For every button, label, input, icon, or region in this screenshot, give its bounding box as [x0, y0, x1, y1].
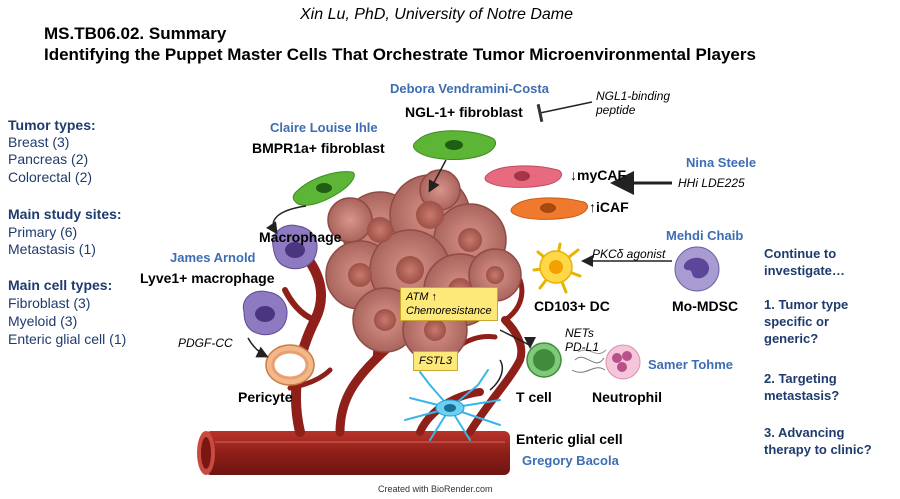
study-site-item: Metastasis (1): [8, 241, 96, 257]
scientist-arnold: James Arnold: [170, 250, 256, 265]
icaf-label: ↑iCAF: [589, 199, 629, 215]
icaf-cell: [510, 197, 588, 220]
study-site-item: Primary (6): [8, 224, 78, 240]
question-3-line1: 3. Advancing: [764, 425, 845, 440]
nets-label: NETs: [565, 326, 594, 340]
cd103-dc-cell: [532, 242, 582, 294]
question-2-line2: metastasis?: [764, 388, 840, 403]
ngl1-peptide-label: NGL1-binding: [596, 89, 671, 103]
cell-type-item: Enteric glial cell (1): [8, 331, 127, 347]
bmpr1a-fibroblast-cell: [292, 171, 355, 206]
scientist-vendramini: Debora Vendramini-Costa: [390, 81, 549, 96]
enteric-glial-label: Enteric glial cell: [516, 431, 623, 447]
ngl1-fibroblast-cell: [413, 130, 496, 160]
pericyte-label: Pericyte: [238, 389, 293, 405]
continue-line2: investigate…: [764, 263, 845, 278]
t-cell: [526, 342, 562, 378]
cell-type-item: Myeloid (3): [8, 313, 78, 329]
hhi-label: HHi LDE225: [678, 176, 745, 190]
pericyte-cell: [265, 344, 315, 386]
question-3-line2: therapy to clinic?: [764, 442, 872, 457]
lyve1-macrophage-cell: [242, 290, 288, 336]
mycaf-label: ↓myCAF: [570, 167, 627, 183]
tumor-types-heading: Tumor types:: [8, 117, 96, 133]
macrophage-cell: [272, 224, 318, 270]
t-cell-label: T cell: [516, 389, 552, 405]
ngl1-fibroblast-label: NGL-1+ fibroblast: [405, 104, 523, 120]
cd103-dc-label: CD103+ DC: [534, 298, 610, 314]
scientist-bacola: Gregory Bacola: [522, 453, 619, 468]
question-1-line1: 1. Tumor type: [764, 297, 849, 312]
pkc-agonist-label: PKCδ agonist: [592, 247, 666, 261]
scientist-ihle: Claire Louise Ihle: [270, 120, 378, 135]
neutrophil-label: Neutrophil: [592, 389, 662, 405]
biorender-credit: Created with BioRender.com: [378, 484, 493, 494]
atm-line: ATM ↑: [406, 291, 437, 303]
question-2-line1: 2. Targeting: [764, 371, 837, 386]
neutrophil-cell: [571, 344, 641, 380]
mo-mdsc-cell: [674, 246, 720, 292]
pdl1-label: PD-L1: [565, 340, 600, 354]
blood-vessel: [197, 431, 510, 475]
scientist-chaib: Mehdi Chaib: [666, 228, 744, 243]
chemoresistance-line: Chemoresistance: [406, 305, 492, 317]
page-subtitle: Identifying the Puppet Master Cells That…: [44, 45, 756, 64]
continue-line1: Continue to: [764, 246, 837, 261]
lyve1-macrophage-label: Lyve1+ macrophage: [140, 270, 275, 286]
tumor-mass: [325, 169, 522, 363]
scientist-tohme: Samer Tohme: [648, 357, 734, 372]
question-1-line3: generic?: [764, 331, 819, 346]
fstl3-box: FSTL3: [413, 351, 459, 371]
question-1-line2: specific or: [764, 314, 830, 329]
tumor-type-item: Breast (3): [8, 134, 70, 150]
author-line: Xin Lu, PhD, University of Notre Dame: [300, 6, 573, 23]
mycaf-cell: [484, 165, 562, 188]
cell-types-heading: Main cell types:: [8, 277, 113, 293]
pdgf-label: PDGF-CC: [178, 336, 233, 350]
tumor-type-item: Pancreas (2): [8, 151, 89, 167]
bmpr1a-fibroblast-label: BMPR1a+ fibroblast: [252, 140, 385, 156]
page-title: MS.TB06.02. Summary: [44, 24, 227, 43]
fstl3-line: FSTL3: [419, 355, 453, 367]
cell-type-item: Fibroblast (3): [8, 295, 91, 311]
study-sites-heading: Main study sites:: [8, 206, 122, 222]
enteric-glial-cell: [404, 369, 501, 441]
tumor-type-item: Colorectal (2): [8, 169, 93, 185]
scientist-steele: Nina Steele: [686, 155, 757, 170]
mo-mdsc-label: Mo-MDSC: [672, 298, 739, 314]
macrophage-label: Macrophage: [259, 229, 342, 245]
ngl1-peptide-label-2: peptide: [596, 103, 636, 117]
atm-box: ATM ↑ Chemoresistance: [400, 287, 498, 321]
